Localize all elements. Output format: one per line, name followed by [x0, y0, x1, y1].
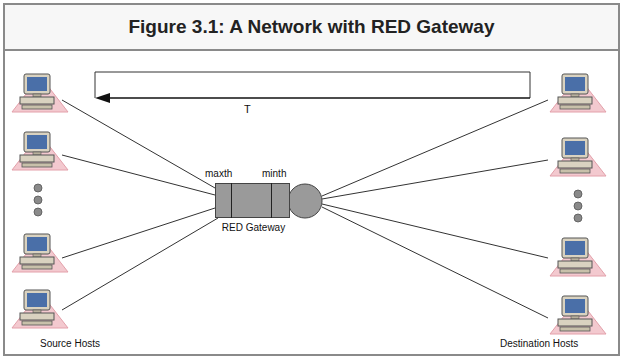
figure-title: Figure 3.1: A Network with RED Gateway: [128, 16, 494, 38]
title-band: Figure 3.1: A Network with RED Gateway: [3, 3, 620, 51]
figure-frame: [3, 3, 620, 356]
threshold-label: maxth: [205, 168, 232, 179]
delay-label: T: [244, 103, 251, 115]
threshold-line: [231, 183, 232, 218]
threshold-line: [271, 183, 272, 218]
gateway-label: RED Gateway: [222, 222, 285, 233]
group-label: Source Hosts: [40, 338, 100, 349]
queue-buffer: RED Gateway: [215, 183, 290, 218]
threshold-label: minth: [262, 168, 286, 179]
group-label: Destination Hosts: [500, 338, 578, 349]
